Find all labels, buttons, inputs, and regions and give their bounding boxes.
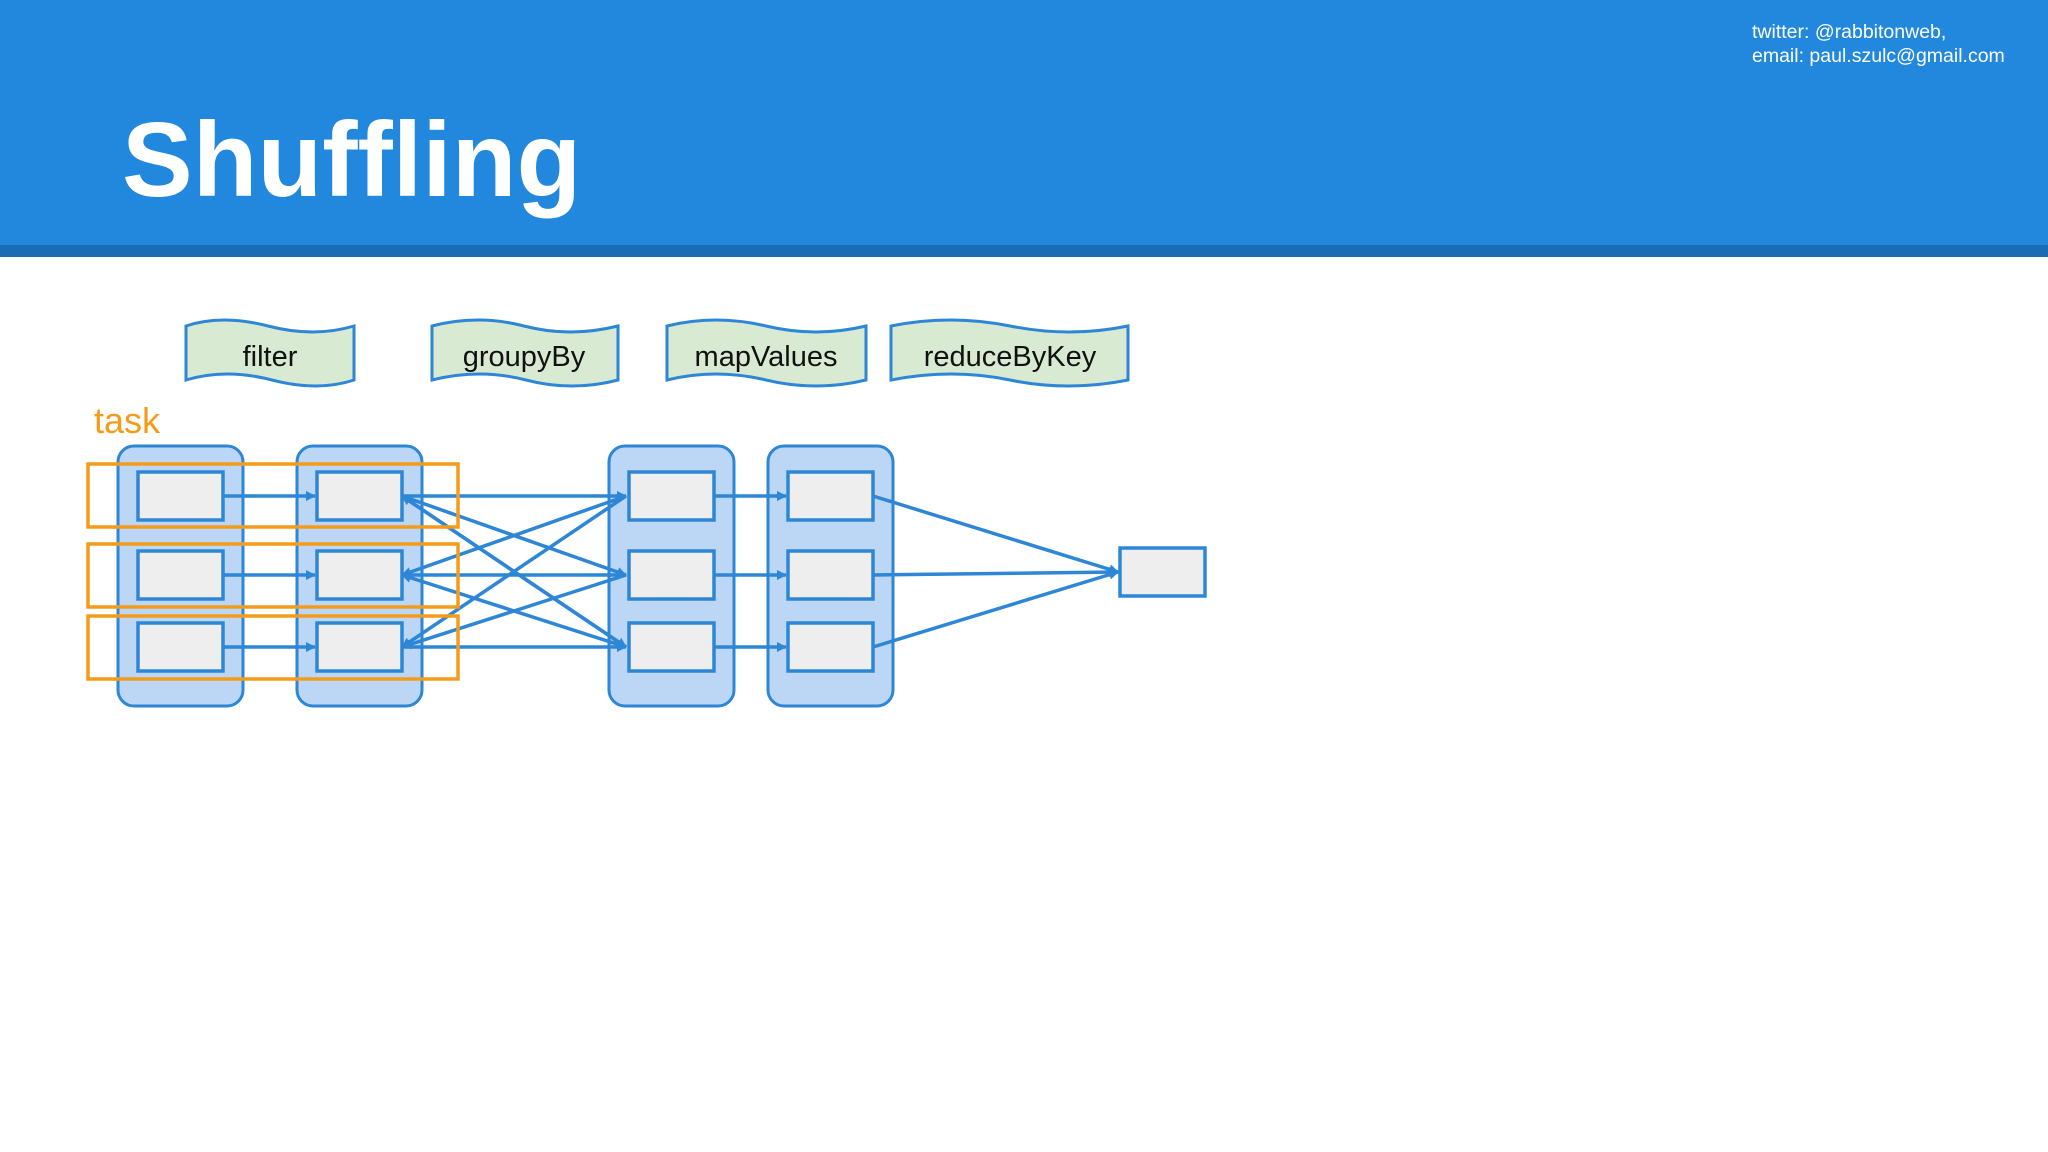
banner-shape — [430, 318, 620, 388]
slide-title: Shuffling — [122, 101, 582, 219]
operation-banner-filter: filter — [184, 318, 356, 388]
partition — [786, 549, 875, 601]
operation-label: groupyBy — [463, 341, 586, 373]
edge — [401, 494, 627, 649]
task-label: task — [94, 400, 161, 441]
partition — [136, 470, 225, 522]
result-partition — [1118, 546, 1207, 598]
partition — [786, 470, 875, 522]
edge — [872, 494, 1119, 575]
operation-banner-reducebykey: reduceByKey — [889, 318, 1130, 388]
partition — [315, 621, 404, 673]
operation-label: mapValues — [695, 341, 838, 373]
operation-banner-groupyby: groupyBy — [430, 318, 620, 388]
edge — [401, 572, 627, 649]
partition — [136, 621, 225, 673]
partition — [315, 470, 404, 522]
partition — [627, 470, 716, 522]
partition — [315, 549, 404, 601]
task-outline — [86, 614, 460, 681]
twitter-handle: twitter: @rabbitonweb, — [1752, 21, 1947, 43]
partition — [136, 549, 225, 601]
task-outline — [86, 542, 460, 609]
task-outlines — [86, 462, 460, 681]
partitions — [136, 470, 1207, 673]
edges — [223, 491, 1119, 652]
banner-shape — [889, 318, 1130, 388]
partition — [786, 621, 875, 673]
edge — [401, 494, 627, 577]
task-outline — [86, 462, 460, 529]
contact-info: twitter: @rabbitonweb, email: paul.szulc… — [1752, 20, 2005, 68]
header-bar — [0, 0, 2048, 245]
operation-banner-mapvalues: mapValues — [665, 318, 868, 388]
banner-shape — [665, 318, 868, 388]
operation-label: filter — [243, 341, 298, 373]
partition — [627, 621, 716, 673]
header-divider — [0, 245, 2048, 257]
operation-label: reduceByKey — [924, 341, 1097, 373]
edge — [872, 569, 1119, 649]
email-address: email: paul.szulc@gmail.com — [1752, 45, 2005, 67]
banner-shape — [184, 318, 356, 388]
partition — [627, 549, 716, 601]
edge — [872, 567, 1119, 578]
